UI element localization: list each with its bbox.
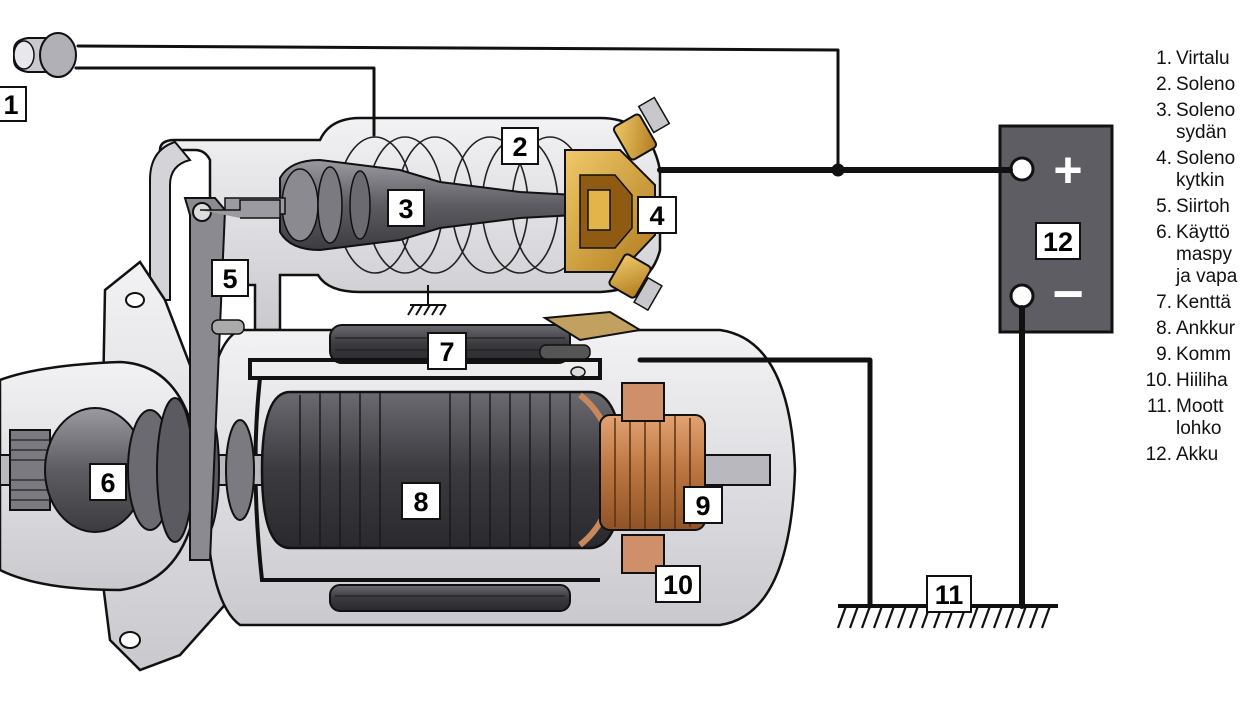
callout-8: 8 [401,482,441,520]
callout-9: 9 [683,486,723,524]
legend-item-number: 5. [1156,196,1172,217]
battery-negative-terminal [1009,283,1035,309]
legend-item-number: 12. [1145,444,1172,465]
legend-item-number: 1. [1156,48,1172,69]
legend-item-text: Akku [1176,444,1219,465]
svg-text:10: 10 [663,570,693,600]
legend-item-text: Hiiliha [1176,370,1228,391]
svg-text:7: 7 [439,337,454,367]
callout-6: 6 [89,463,127,501]
svg-text:4: 4 [649,201,664,231]
battery-minus-sign: − [1052,264,1084,324]
legend-item-number: 9. [1156,344,1172,365]
svg-text:1: 1 [3,90,18,120]
callout-2: 2 [501,127,539,165]
legend-item: 1.Virtalu [1138,48,1248,70]
legend-item-number: 10. [1145,370,1172,391]
callout-12: 12 [1035,222,1081,260]
svg-text:6: 6 [100,468,115,498]
legend-item: 9.Komm [1138,344,1248,366]
svg-text:5: 5 [222,264,237,294]
legend-item-text: Komm [1176,344,1231,365]
legend-item-text: Ankkur [1176,318,1236,339]
callout-4: 4 [637,196,677,234]
legend-item-number: 4. [1156,148,1172,169]
legend-item: 3.Soleno sydän [1138,100,1248,144]
callout-1: 1 [0,86,27,122]
legend-item-text: Virtalu [1176,48,1230,69]
solenoid-switch [564,96,671,312]
armature [260,390,627,550]
callout-10: 10 [655,565,701,603]
svg-text:12: 12 [1043,227,1073,257]
legend-item: 7.Kenttä [1138,292,1248,314]
legend-item: 2.Soleno [1138,74,1248,96]
contact-plate [539,310,643,378]
legend-item-number: 3. [1156,100,1172,121]
legend-item: 10.Hiiliha [1138,370,1248,392]
svg-text:9: 9 [695,491,710,521]
legend-item-text: Soleno kytkin [1176,148,1236,191]
legend-item: 4.Soleno kytkin [1138,148,1248,192]
callout-11: 11 [926,575,972,613]
legend-item: 8.Ankkur [1138,318,1248,340]
legend-item-number: 8. [1156,318,1172,339]
svg-text:8: 8 [413,487,428,517]
legend-item-text: Kenttä [1176,292,1231,313]
legend-item-text: Moott lohko [1176,396,1224,439]
legend-item-number: 7. [1156,292,1172,313]
svg-text:3: 3 [398,194,413,224]
legend-item: 6.Käyttö maspy ja vapa [1138,222,1248,288]
legend-item-text: Soleno [1176,74,1236,95]
ignition-switch-icon [13,32,77,78]
legend-item-number: 2. [1156,74,1172,95]
battery-positive-terminal [1009,156,1035,182]
legend-item: 11.Moott lohko [1138,396,1248,440]
legend-item: 12.Akku [1138,444,1248,466]
wiring [74,44,1025,609]
legend-item-text: Käyttö maspy ja vapa [1176,222,1238,287]
legend-item-text: Soleno sydän [1176,100,1236,143]
legend-item: 5.Siirtoh [1138,196,1248,218]
callout-3: 3 [387,189,425,227]
callout-7: 7 [427,332,467,370]
callout-5: 5 [211,259,249,297]
svg-text:11: 11 [935,580,964,610]
legend-item-text: Siirtoh [1176,196,1230,217]
legend-item-number: 11. [1146,396,1172,417]
legend-item-number: 6. [1156,222,1172,243]
battery-plus-sign: + [1053,142,1082,198]
solenoid-ground-symbol [407,285,447,316]
svg-text:2: 2 [512,132,527,162]
